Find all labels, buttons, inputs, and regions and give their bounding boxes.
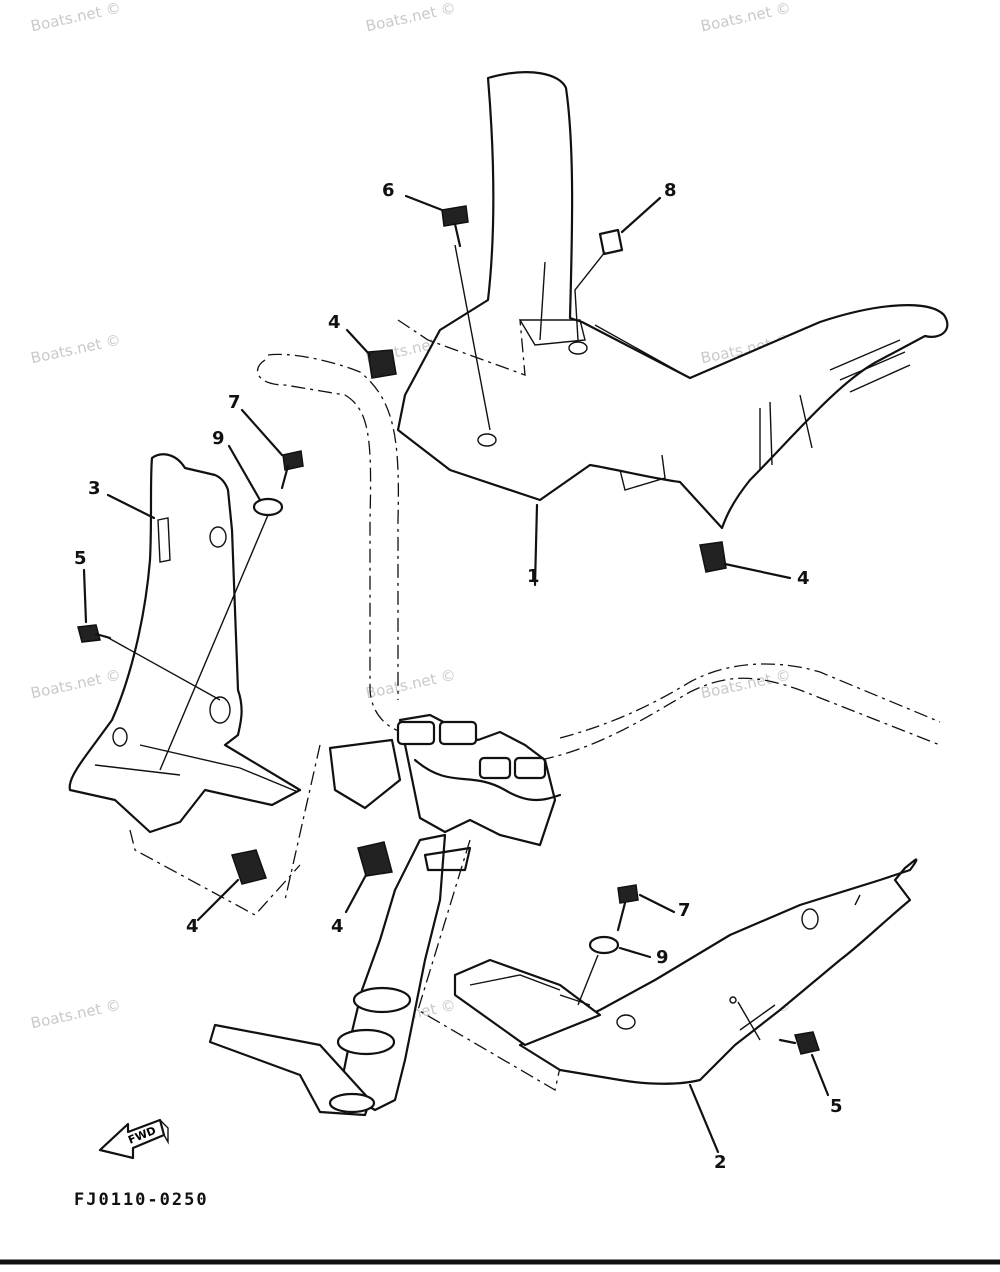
callout-9: 9 (656, 947, 669, 968)
callout-3: 3 (88, 478, 101, 499)
callout-8: 8 (664, 180, 677, 201)
diagram-code: FJ0110-0250 (74, 1190, 209, 1210)
callout-6: 6 (382, 180, 395, 201)
callout-5: 5 (830, 1096, 843, 1117)
fasteners (77, 205, 820, 1055)
left-cover-part-3 (68, 453, 302, 916)
callout-2: 2 (714, 1152, 727, 1173)
steering-column (208, 713, 576, 1117)
handlebar-outline (256, 353, 941, 761)
callout-7: 7 (678, 900, 691, 921)
callout-9: 9 (212, 428, 225, 449)
fwd-arrow-icon: FWD (98, 1118, 169, 1160)
callout-7: 7 (228, 392, 241, 413)
callout-4: 4 (328, 312, 341, 333)
top-cover-part-1 (396, 71, 949, 587)
right-cover-part-2 (453, 858, 918, 1085)
leader-lines (82, 194, 830, 1154)
callout-4: 4 (331, 916, 344, 937)
callout-5: 5 (74, 548, 87, 569)
callout-4: 4 (186, 916, 199, 937)
callout-4: 4 (797, 568, 810, 589)
callout-1: 1 (527, 566, 540, 587)
